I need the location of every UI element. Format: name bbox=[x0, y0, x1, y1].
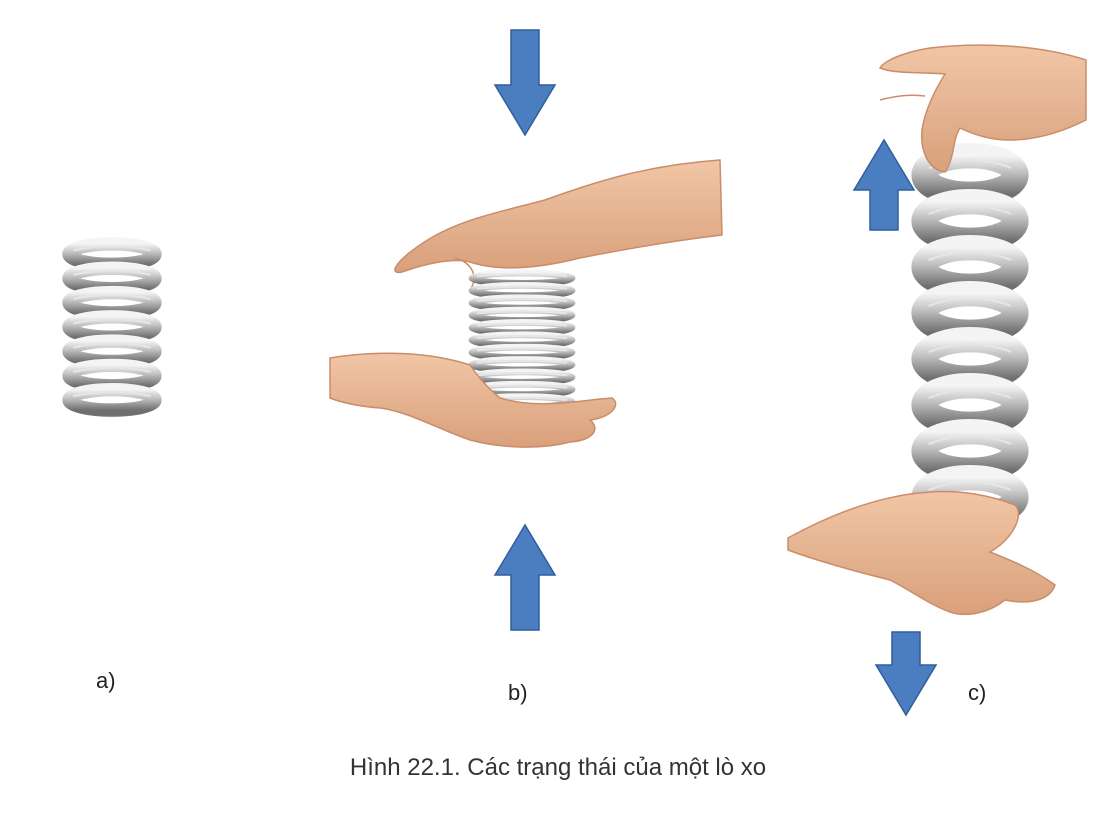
spring-natural-icon bbox=[62, 237, 162, 417]
spring-coil-highlight bbox=[73, 245, 151, 252]
spring-coil-highlight bbox=[476, 322, 568, 327]
arrow-shape bbox=[493, 523, 557, 631]
spring-coil bbox=[911, 189, 1029, 253]
spring-coil-highlight bbox=[73, 269, 151, 276]
spring-coil-highlight bbox=[476, 372, 568, 377]
spring-coil bbox=[911, 281, 1029, 345]
spring-coil-highlight bbox=[476, 310, 568, 315]
spring-coil-highlight bbox=[928, 389, 1012, 400]
spring-coil-highlight bbox=[73, 318, 151, 325]
arrow-shape bbox=[852, 138, 916, 231]
spring-coil-highlight bbox=[476, 347, 568, 352]
spring-coil-highlight bbox=[476, 297, 568, 303]
spring-coil-highlight bbox=[928, 481, 1012, 492]
spring-coil bbox=[911, 419, 1029, 483]
bottom-hand-b bbox=[329, 352, 617, 448]
figure-caption: Hình 22.1. Các trạng thái của một lò xo bbox=[349, 754, 767, 781]
spring-coil-highlight bbox=[476, 273, 568, 278]
arrow-up-icon bbox=[852, 138, 916, 231]
spring-coil-highlight bbox=[928, 435, 1012, 446]
spring-coil-highlight bbox=[476, 359, 568, 364]
panel-label-a: a) bbox=[96, 668, 116, 693]
arrow-down-icon bbox=[493, 29, 557, 137]
spring-coil-highlight bbox=[928, 297, 1012, 308]
arrow-shape bbox=[493, 29, 557, 137]
spring-coil-highlight bbox=[73, 366, 151, 373]
spring-stretched-icon bbox=[911, 143, 1029, 529]
panel-label-c: c) bbox=[968, 680, 987, 705]
spring-coil-highlight bbox=[928, 343, 1012, 354]
spring-coil-highlight bbox=[73, 342, 151, 349]
panel-label-b: b) bbox=[508, 680, 528, 705]
spring-coil-highlight bbox=[928, 251, 1012, 262]
spring-coil bbox=[911, 235, 1029, 299]
top-hand-c bbox=[878, 44, 1087, 173]
arrow-shape bbox=[874, 631, 938, 717]
spring-coil bbox=[62, 382, 162, 417]
spring-coil-highlight bbox=[476, 334, 568, 340]
spring-coil bbox=[911, 373, 1029, 437]
top-hand-b bbox=[394, 159, 723, 291]
spring-coil bbox=[911, 327, 1029, 391]
arrow-up-icon bbox=[493, 523, 557, 631]
bottom-hand-c bbox=[787, 490, 1056, 616]
arrow-down-icon bbox=[874, 631, 938, 717]
spring-coil-highlight bbox=[476, 285, 568, 290]
spring-coil-highlight bbox=[928, 205, 1012, 216]
spring-coil-highlight bbox=[73, 293, 151, 301]
spring-coil-highlight bbox=[73, 391, 151, 398]
